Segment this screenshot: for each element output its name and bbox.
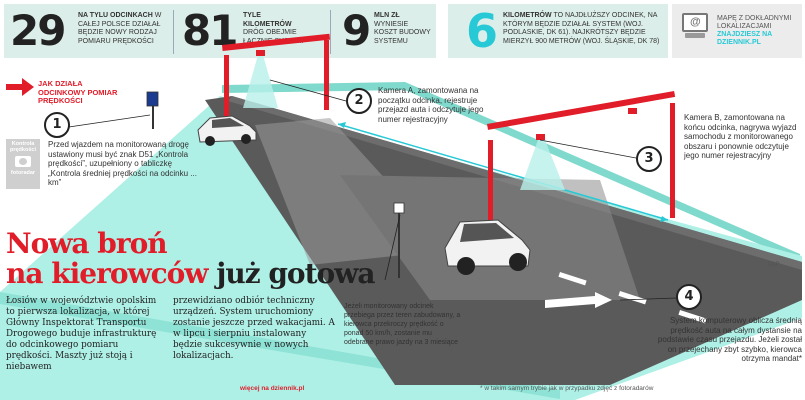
computer-icon: [682, 13, 708, 32]
article-column-1: Łosiów w województwie opolskim to pierws…: [6, 296, 157, 372]
camera-b2-icon: [628, 108, 637, 114]
stats-panel-right: [448, 4, 668, 58]
step-4-text: System komputerowy oblicza średnią prędk…: [657, 316, 802, 363]
stat-number: 29: [10, 6, 66, 55]
step-2-marker: 2: [346, 88, 372, 114]
step-3-marker: 3: [636, 146, 662, 172]
step-1-marker: 1: [44, 112, 70, 138]
map-link[interactable]: znajdziesz na dziennik.pl: [717, 31, 772, 46]
leader-lines: [61, 79, 677, 301]
divider: [330, 10, 331, 54]
article-headline: Nowa broń na kierowców już gotowa: [6, 227, 375, 290]
road-sign-d51: [146, 91, 159, 129]
gantry-a: [222, 33, 331, 141]
direction-arrow: [545, 292, 612, 308]
stat-label: mln zł wyniesie koszt budowy systemu: [374, 12, 431, 45]
speed-sign: [393, 202, 405, 278]
car-rear: [444, 219, 531, 275]
camera-b-icon: [536, 134, 545, 140]
camera-a-beam: [243, 55, 278, 108]
how-it-works-title: Jak działa odcinkowy pomiar prędkości: [38, 79, 118, 105]
divider: [173, 10, 174, 54]
stat-label: na tylu odcinkach w całej Polsce działał…: [78, 12, 162, 45]
step-2-text: Kamera A, zamontowana na początku odcink…: [378, 86, 484, 124]
stat-label: kilometrów to najdłuższy odcinek, na któ…: [503, 12, 660, 45]
map-promo-text[interactable]: Mapę z dokładnymi lokalizacjami znajdzie…: [717, 15, 792, 46]
article-column-2: przewidziano odbiór techniczny urządzeń.…: [173, 296, 335, 361]
stat-number-highlight: 6: [466, 4, 498, 58]
camera-icon: [15, 156, 31, 167]
stats-panel-left: [4, 4, 436, 58]
step-1-text: Przed wjazdem na monitorowaną drogę usta…: [48, 140, 197, 187]
computer-stand-icon: [685, 33, 705, 38]
image-credit: PAP: [768, 262, 780, 268]
footnote: * w takim samym trybie jak w przypadku z…: [480, 385, 654, 392]
car-front: [197, 115, 257, 146]
step-3-text: Kamera B, zamontowana na końcu odcinka, …: [684, 113, 797, 160]
camera-a-icon: [256, 50, 265, 56]
speed-note: Jeżeli monitorowany odcinek przebiega pr…: [344, 303, 461, 346]
more-link[interactable]: więcej na dziennik.pl: [240, 385, 305, 392]
step-4-marker: 4: [676, 284, 702, 310]
measured-distance-line: [337, 123, 669, 221]
stat-number: 9: [342, 6, 371, 55]
gantry-b: [486, 91, 676, 226]
camera-b-beam: [520, 140, 565, 190]
red-arrow-icon: [6, 78, 34, 96]
